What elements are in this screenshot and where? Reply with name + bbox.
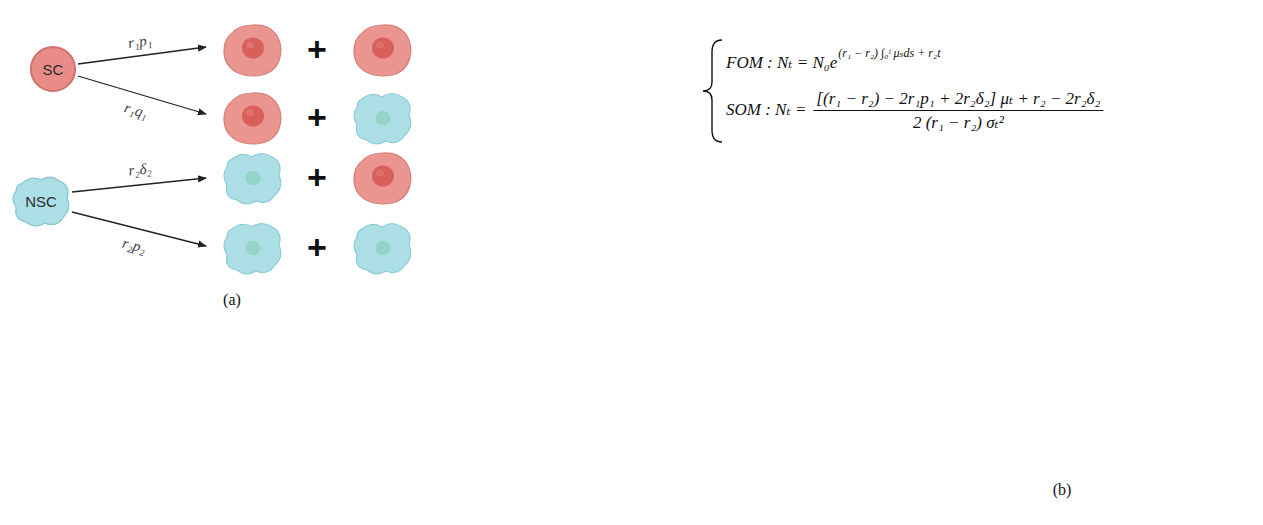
non-stem-cell-icon [224,224,281,274]
fraction-bar [813,110,1103,111]
brace [703,40,722,142]
cell-body [13,177,69,226]
non-stem-cell-icon [354,224,411,274]
non-stem-cell-icon [224,154,281,204]
plus-sign: + [307,228,327,267]
plus-sign: + [307,158,327,197]
panel-label: (a) [223,291,241,309]
plus-sign: + [307,98,327,137]
rate-label: r₁p₁ [127,32,153,52]
non-stem-cell: NSC [10,174,72,228]
stem-cell-icon [354,25,411,76]
exponent: (r₁ − r₂) ∫₀ᵗ μₛds + r₂t [838,47,940,61]
numerator: [(r₁ − r₂) − 2r₁p₁ + 2r₂δ₂] μₜ + r₂ − 2r… [816,89,1100,109]
division-arrow [72,178,206,192]
panel-label: (b) [1053,481,1072,499]
cell-body [31,47,75,91]
stem-cell-icon [354,153,411,204]
non-stem-cell-icon [354,94,411,144]
plus-sign: + [307,30,327,69]
rate-label: r₂p₂ [120,235,147,258]
rate-label: r₂δ₂ [128,160,153,180]
denominator: 2 (r₁ − r₂) σₜ² [913,113,1004,133]
equation: FOM : Nₜ = N₀e [726,53,837,73]
stem-cell-icon [224,93,281,144]
daughter-cells [224,25,411,274]
cell-name: SC [43,61,64,78]
stem-cell: SC [30,46,76,92]
cell-name: NSC [25,193,57,210]
equation: SOM : Nₜ = [726,100,806,120]
rate-label: r₁q₁ [122,99,150,122]
division-arrows [72,47,206,246]
stem-cell-icon [224,25,281,76]
